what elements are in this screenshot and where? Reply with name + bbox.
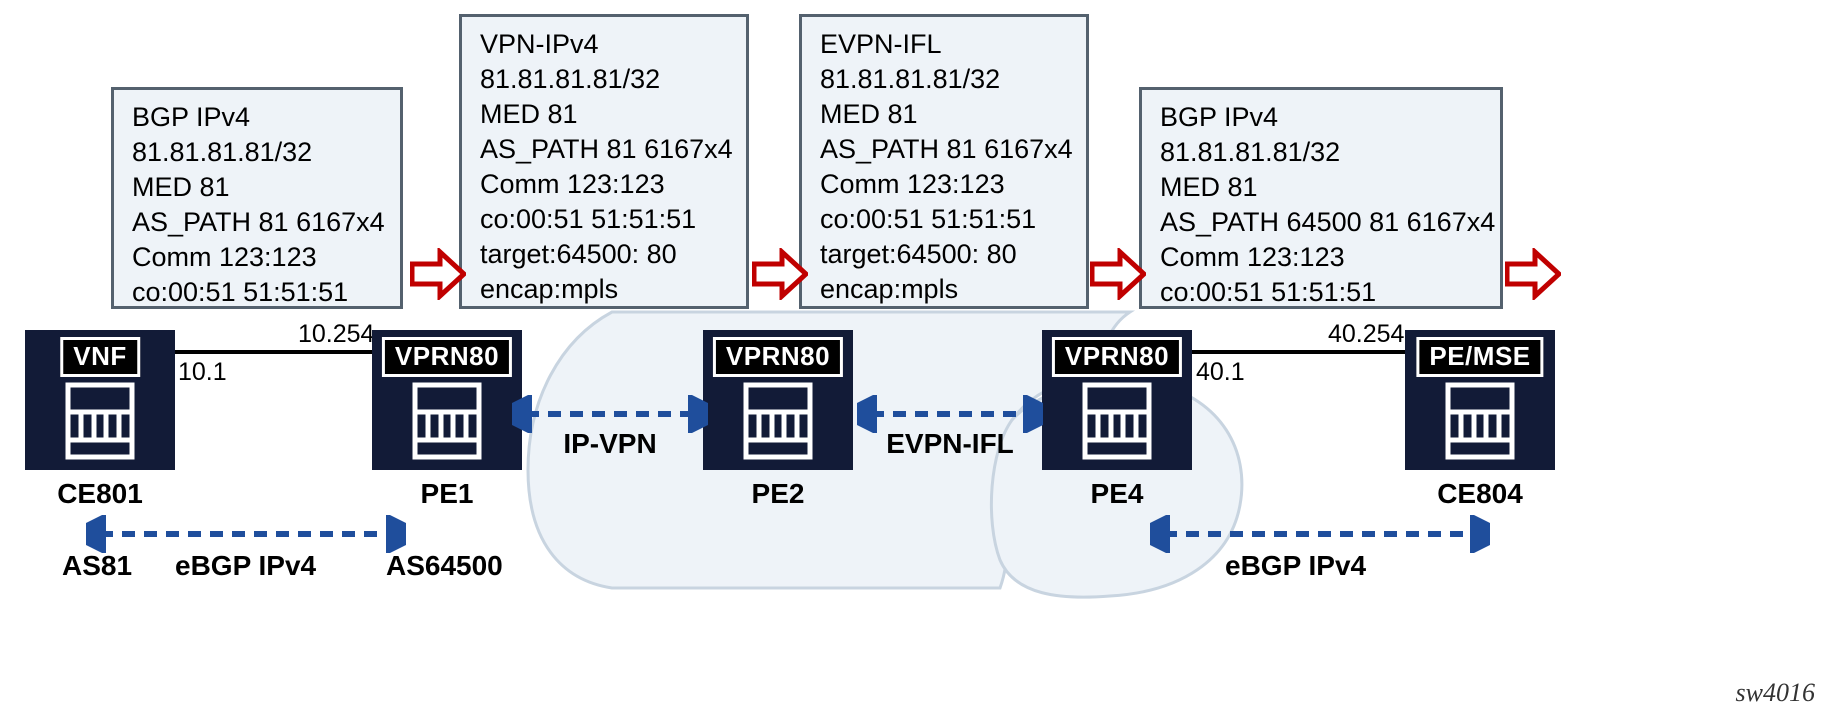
info-line: 81.81.81.81/32 — [1160, 137, 1341, 167]
node-ce801[interactable]: VNF — [25, 330, 175, 470]
info-line: encap:mpls — [820, 274, 959, 304]
info-line: MED 81 — [1160, 172, 1258, 202]
node-badge-pe-mse: PE/MSE — [1416, 337, 1544, 377]
router-icon — [65, 382, 135, 460]
info-line: BGP IPv4 — [1160, 102, 1279, 132]
ip-label-40-254: 40.254 — [1328, 320, 1405, 348]
node-pe4[interactable]: VPRN80 — [1042, 330, 1192, 470]
red-arrow-icon-3 — [1090, 248, 1146, 300]
watermark: sw4016 — [1735, 678, 1815, 707]
info-line: EVPN-IFL — [820, 29, 942, 59]
node-label-pe2: PE2 — [751, 478, 805, 509]
link-label-ip-vpn: IP-VPN — [563, 428, 657, 459]
node-label-pe1: PE1 — [420, 478, 474, 509]
info-line: encap:mpls — [480, 274, 619, 304]
info-box-bgp-ipv4-left: BGP IPv4 81.81.81.81/32 MED 81 AS_PATH 8… — [111, 87, 403, 309]
info-box-vpn-ipv4: VPN-IPv4 81.81.81.81/32 MED 81 AS_PATH 8… — [459, 14, 749, 309]
ip-label-10-1: 10.1 — [178, 358, 227, 386]
node-pe2[interactable]: VPRN80 — [703, 330, 853, 470]
red-arrow-icon-1 — [410, 248, 466, 300]
node-pe1[interactable]: VPRN80 — [372, 330, 522, 470]
as-label-64500: AS64500 — [386, 550, 503, 581]
info-line: VPN-IPv4 — [480, 29, 599, 59]
wire-pe4-ce804 — [1192, 350, 1405, 354]
node-label-ce801: CE801 — [57, 478, 143, 509]
dashed-arrow-ebgp-left — [86, 515, 406, 553]
node-badge-vnf: VNF — [60, 337, 140, 377]
link-label-evpn-ifl: EVPN-IFL — [886, 428, 1014, 459]
info-line: 81.81.81.81/32 — [480, 64, 661, 94]
info-line: co:00:51 51:51:51 — [132, 277, 349, 307]
info-line: Comm 123:123 — [132, 242, 317, 272]
ip-label-40-1: 40.1 — [1196, 358, 1245, 386]
node-badge-vprn80: VPRN80 — [1051, 337, 1183, 377]
node-label-pe4: PE4 — [1090, 478, 1144, 509]
node-ce804[interactable]: PE/MSE — [1405, 330, 1555, 470]
router-icon — [1445, 382, 1515, 460]
as-label-81: AS81 — [62, 550, 133, 581]
info-box-bgp-ipv4-right: BGP IPv4 81.81.81.81/32 MED 81 AS_PATH 6… — [1139, 87, 1503, 309]
info-line: Comm 123:123 — [480, 169, 665, 199]
info-line: co:00:51 51:51:51 — [480, 204, 697, 234]
info-line: 81.81.81.81/32 — [132, 137, 313, 167]
ip-label-10-254: 10.254 — [298, 320, 375, 348]
info-line: co:00:51 51:51:51 — [820, 204, 1037, 234]
info-line: AS_PATH 81 6167x4 — [132, 207, 385, 237]
info-line: BGP IPv4 — [132, 102, 251, 132]
wire-ce801-pe1 — [175, 350, 372, 354]
red-arrow-icon-4 — [1505, 248, 1561, 300]
info-line: Comm 123:123 — [1160, 242, 1345, 272]
dashed-arrow-evpn-ifl — [857, 395, 1043, 433]
info-line: 81.81.81.81/32 — [820, 64, 1001, 94]
node-badge-vprn80: VPRN80 — [381, 337, 513, 377]
info-line: AS_PATH 81 6167x4 — [820, 134, 1073, 164]
dashed-arrow-ip-vpn — [512, 395, 708, 433]
info-line: AS_PATH 64500 81 6167x4 — [1160, 207, 1496, 237]
node-label-ce804: CE804 — [1437, 478, 1523, 509]
info-line: Comm 123:123 — [820, 169, 1005, 199]
node-badge-vprn80: VPRN80 — [712, 337, 844, 377]
info-box-evpn-ifl: EVPN-IFL 81.81.81.81/32 MED 81 AS_PATH 8… — [799, 14, 1089, 309]
red-arrow-icon-2 — [752, 248, 808, 300]
label-ebgp-ipv4-left: eBGP IPv4 — [175, 550, 317, 581]
info-line: co:00:51 51:51:51 — [1160, 277, 1377, 307]
router-icon — [412, 382, 482, 460]
label-ebgp-ipv4-right: eBGP IPv4 — [1225, 550, 1367, 581]
info-line: target:64500: 80 — [480, 239, 677, 269]
info-line: MED 81 — [480, 99, 578, 129]
dashed-arrow-ebgp-right — [1150, 515, 1490, 553]
info-line: target:64500: 80 — [820, 239, 1017, 269]
router-icon — [743, 382, 813, 460]
info-line: MED 81 — [820, 99, 918, 129]
info-line: AS_PATH 81 6167x4 — [480, 134, 733, 164]
info-line: MED 81 — [132, 172, 230, 202]
router-icon — [1082, 382, 1152, 460]
